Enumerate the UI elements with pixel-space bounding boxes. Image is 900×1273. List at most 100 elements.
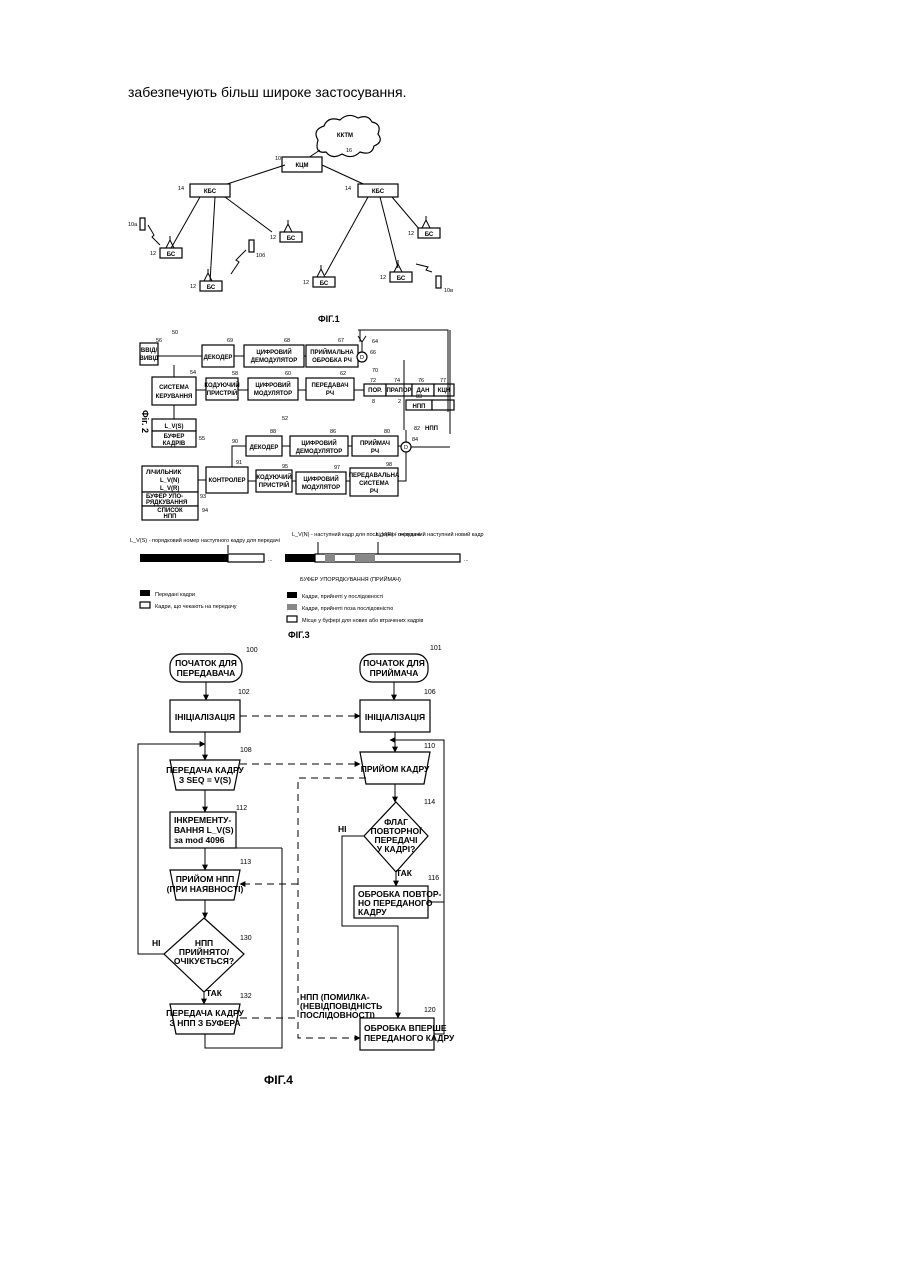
tx-frame-label-2: З SEQ = V(S) bbox=[179, 775, 231, 785]
rx-coder-ref: 95 bbox=[282, 464, 288, 470]
field-ref-74: 74 bbox=[394, 378, 400, 384]
ref66: 66 bbox=[370, 350, 376, 356]
counter-label-3: L_V(R) bbox=[160, 486, 179, 492]
duplexer-bottom-label: D bbox=[404, 445, 408, 451]
rx-buffer-filled bbox=[285, 554, 315, 562]
lvs-label: L_V(S) bbox=[164, 424, 183, 430]
rx-modulator-label-2: МОДУЛЯТОР bbox=[302, 485, 340, 491]
modulator-label-2: МОДУЛЯТОР bbox=[254, 391, 292, 397]
retx-no-label: НІ bbox=[338, 824, 347, 834]
rx-frame-label: ПРИЙОМ КАДРУ bbox=[361, 763, 430, 774]
bsc-left-label: КБС bbox=[204, 189, 217, 195]
init-tx-ref: 102 bbox=[238, 689, 250, 696]
increment-label-1: ІНКРЕМЕНТУ- bbox=[174, 815, 231, 825]
rx-buffer-segment bbox=[315, 554, 460, 562]
retx-flag-ref: 114 bbox=[424, 799, 435, 806]
start-tx-label-2: ПЕРЕДАВАЧА bbox=[177, 668, 236, 678]
rx-buffer-hatched-2 bbox=[355, 554, 375, 562]
fig3-note-right: L_V(R) - очікуваний наступний новий кадр bbox=[376, 531, 484, 538]
msc-ref: 10 bbox=[275, 156, 281, 162]
decoder-label: ДЕКОДЕР bbox=[204, 355, 233, 361]
legend-swatch-out-seq bbox=[287, 604, 297, 610]
process-first-label-1: ОБРОБКА ВПЕРШЕ bbox=[364, 1023, 447, 1033]
coder-label-1: КОДУЮЧИЙ bbox=[204, 381, 239, 389]
bs-ref-5: 12 bbox=[303, 280, 309, 286]
process-retx-label-3: КАДРУ bbox=[358, 907, 387, 917]
nak-box-ext bbox=[432, 400, 454, 410]
fig4-flowchart: ПОЧАТОК ДЛЯ ПЕРЕДАВАЧА 100 ПОЧАТОК ДЛЯ П… bbox=[138, 645, 455, 1087]
ref84: 84 bbox=[412, 437, 418, 443]
nak-list-ref: 94 bbox=[202, 508, 208, 514]
demod-label-1: ЦИФРОВИЙ bbox=[256, 348, 291, 356]
field-flag-label: ПРАПОР bbox=[386, 388, 411, 394]
fig1-caption: ФІГ.1 bbox=[318, 314, 340, 324]
control-box bbox=[152, 377, 196, 405]
increment-label-3: за mod 4096 bbox=[174, 835, 225, 845]
init-rx-label: ІНІЦІАЛІЗАЦІЯ bbox=[365, 712, 425, 722]
tx-buffer-empty bbox=[228, 554, 264, 562]
mobile-station-3 bbox=[436, 276, 441, 288]
rx-demod-label-2: ДЕМОДУЛЯТОР bbox=[296, 449, 342, 455]
controller-label: КОНТРОЛЕР bbox=[209, 478, 246, 484]
retx-flag-label-4: У КАДРІ? bbox=[377, 844, 416, 854]
field-ref-77: 77 bbox=[440, 378, 446, 384]
field-sub-8: 8 bbox=[372, 399, 375, 405]
demod-label-2: ДЕМОДУЛЯТОР bbox=[251, 358, 297, 364]
fig2-ref-50: 50 bbox=[172, 330, 178, 336]
tx-from-buf-label-2: З НПП З БУФЕРА bbox=[170, 1018, 241, 1028]
rx-nak-label-2: (ПРИ НАЯВНОСТІ) bbox=[167, 884, 244, 894]
tx-system-label-3: РЧ bbox=[370, 489, 378, 495]
field-sub-2: 2 bbox=[398, 399, 401, 405]
receiver-label-2: РЧ bbox=[371, 449, 379, 455]
fig2-caption: Фіг. 2 bbox=[140, 410, 150, 433]
legend-space: Місце у буфері для нових або втрачених к… bbox=[302, 618, 423, 624]
tx-system-label-1: ПЕРЕДАВАЛЬНА bbox=[349, 473, 400, 479]
legend-in-seq: Кадри, прийняті у послідовності bbox=[302, 593, 383, 600]
legend-out-seq: Кадри, прийняті поза послідовністю bbox=[302, 605, 393, 612]
mobile-station-1 bbox=[140, 218, 145, 230]
rx-buffer-ellipsis: ... bbox=[464, 557, 469, 563]
nak-list-label-2: НПП bbox=[164, 514, 177, 520]
coder-label-2: ПРИСТРІЙ bbox=[207, 389, 237, 397]
control-label-1: СИСТЕМА bbox=[159, 385, 189, 391]
tx-frame-label-1: ПЕРЕДАЧА КАДРУ bbox=[166, 765, 244, 775]
decoder-ref: 69 bbox=[227, 338, 233, 344]
tx-buffer-filled bbox=[140, 554, 228, 562]
rx-rf-ref: 67 bbox=[338, 338, 344, 344]
start-rx-label-1: ПОЧАТОК ДЛЯ bbox=[363, 658, 425, 668]
reorder-label-2: РЯДКУВАННЯ bbox=[146, 500, 187, 506]
process-retx-ref: 116 bbox=[428, 875, 439, 882]
rx-rf-label-2: ОБРОБКА РЧ bbox=[312, 358, 352, 364]
ref70: 70 bbox=[372, 368, 378, 374]
bs-label-4: БС bbox=[425, 232, 434, 238]
field-ref-72: 72 bbox=[370, 378, 376, 384]
rx-demod-ref: 86 bbox=[330, 429, 336, 435]
msc-label: КЦМ bbox=[295, 163, 308, 169]
rx-coder-label-2: ПРИСТРІЙ bbox=[259, 481, 289, 489]
control-label-2: КЕРУВАННЯ bbox=[156, 394, 193, 400]
tx-buffer-ellipsis: ... bbox=[268, 557, 273, 563]
mobile-ref-3: 10в bbox=[444, 288, 453, 294]
cloud-label: ККТМ bbox=[337, 133, 353, 139]
fig2-block-diagram: Фіг. 2 50 ВВІД/ ВИВІД 56 ДЕКОДЕР 69 ЦИФР… bbox=[140, 330, 454, 520]
fig4-caption: ФІГ.4 bbox=[264, 1073, 293, 1087]
control-ref: 54 bbox=[190, 370, 196, 376]
rx-nak-ref: 113 bbox=[240, 859, 251, 866]
frame-buffer-ref: 55 bbox=[199, 436, 205, 442]
bsc-right-label: КБС bbox=[372, 189, 385, 195]
start-tx-label-1: ПОЧАТОК ДЛЯ bbox=[175, 658, 237, 668]
tx-label-1: ПЕРЕДАВАЧ bbox=[311, 383, 348, 389]
process-first-ref: 120 bbox=[424, 1007, 436, 1014]
tx-label-2: РЧ bbox=[326, 391, 334, 397]
nak-label: НПП bbox=[413, 404, 426, 410]
demod-ref: 68 bbox=[284, 338, 290, 344]
start-rx-ref: 101 bbox=[430, 645, 442, 652]
increment-ref: 112 bbox=[236, 805, 247, 812]
duplexer-top-label: D bbox=[360, 355, 364, 361]
bs-label-2: БС bbox=[287, 236, 296, 242]
increment-label-2: ВАННЯ L_V(S) bbox=[174, 825, 234, 835]
bs-label-3: БС bbox=[207, 285, 216, 291]
mobile-ref-1: 10a bbox=[128, 222, 138, 228]
legend-swatch-sent bbox=[140, 590, 150, 596]
